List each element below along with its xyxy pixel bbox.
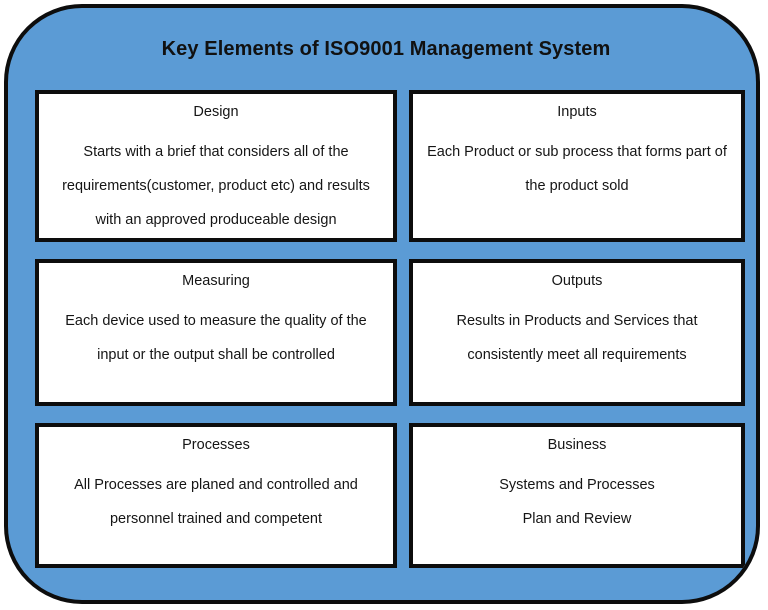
card-inputs: Inputs Each Product or sub process that … [409,90,745,242]
card-inputs-body: Each Product or sub process that forms p… [427,144,727,194]
card-design: Design Starts with a brief that consider… [35,90,397,242]
card-design-heading: Design [193,104,239,120]
page-title: Key Elements of ISO9001 Management Syste… [161,38,611,60]
card-processes: Processes All Processes are planed and c… [35,423,397,568]
card-outputs-body: Results in Products and Services that co… [456,313,698,363]
diagram-panel: Key Elements of ISO9001 Management Syste… [4,4,760,604]
card-processes-body: All Processes are planed and controlled … [74,477,358,527]
card-measuring-heading: Measuring [182,273,250,289]
card-design-body: Starts with a brief that considers all o… [62,144,370,228]
card-business: Business Systems and Processes Plan and … [409,423,745,568]
card-measuring-body: Each device used to measure the quality … [65,313,367,363]
card-measuring: Measuring Each device used to measure th… [35,259,397,406]
card-processes-heading: Processes [182,437,250,453]
card-outputs-heading: Outputs [551,273,603,289]
card-inputs-heading: Inputs [557,104,597,120]
elements-grid: Design Starts with a brief that consider… [35,90,745,572]
card-outputs: Outputs Results in Products and Services… [409,259,745,406]
card-business-heading: Business [547,437,607,453]
card-business-body: Systems and Processes Plan and Review [499,477,655,527]
